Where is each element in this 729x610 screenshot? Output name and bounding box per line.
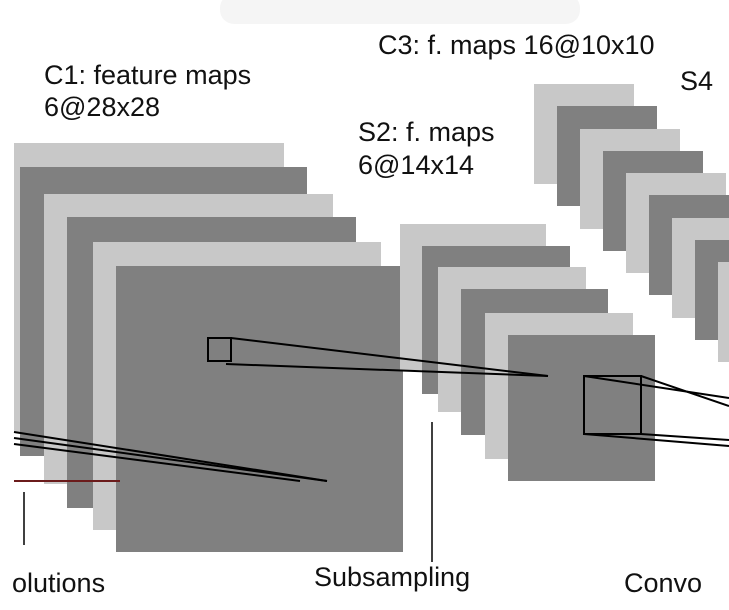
input-to-c1-projection — [13, 431, 328, 482]
s2-title: S2: f. maps — [358, 117, 495, 147]
c1-to-s2-projection — [225, 337, 549, 377]
c3-title: C3: f. maps 16@10x10 — [378, 30, 655, 60]
subsampling-label: Subsampling — [314, 562, 471, 592]
convolutions-label-right: Convo — [624, 568, 703, 598]
c3-feature-map-9 — [718, 262, 729, 362]
c1-feature-map-stack — [14, 143, 403, 552]
c3-feature-map-stack — [534, 84, 729, 362]
c1-title: C1: feature maps — [44, 60, 252, 90]
watermark-logo — [220, 0, 580, 24]
c1-receptive-field-box — [207, 337, 232, 362]
s2-feature-map-6 — [508, 335, 655, 481]
s2-dimensions: 6@14x14 — [358, 150, 474, 180]
s2-receptive-field-box — [583, 375, 642, 435]
convolutions-label: olutions — [12, 568, 106, 598]
c1-dimensions: 6@28x28 — [44, 92, 160, 122]
s4-title: S4 — [680, 66, 714, 96]
s2-feature-map-stack — [400, 224, 655, 481]
s2-to-c3-projection — [583, 375, 729, 447]
c1-feature-map-6 — [116, 266, 403, 552]
